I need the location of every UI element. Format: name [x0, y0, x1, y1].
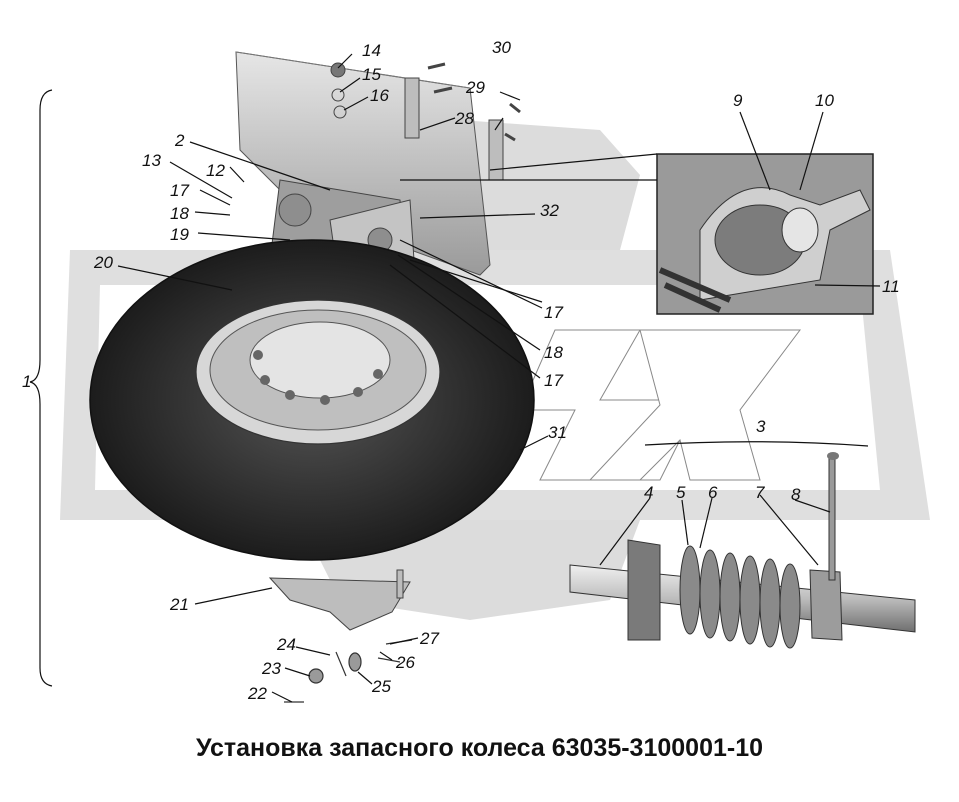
callout-27: 27 [419, 629, 439, 648]
leader-lines [117, 53, 881, 703]
callout-6: 6 [708, 483, 718, 502]
callout-17: 17 [170, 181, 189, 200]
callout-18: 18 [170, 204, 189, 223]
assembly-brace [29, 89, 53, 687]
callout-10: 10 [815, 91, 834, 110]
callout-28: 28 [454, 109, 474, 128]
callout-14: 14 [362, 41, 381, 60]
callout-7: 7 [755, 483, 765, 502]
spare-wheel [89, 239, 535, 561]
callout-21: 21 [169, 595, 189, 614]
callout-13: 13 [142, 151, 161, 170]
callout-19: 19 [170, 225, 189, 244]
callout-3: 3 [756, 417, 766, 436]
callout-2: 2 [174, 131, 185, 150]
callout-1: 1 [22, 372, 31, 391]
callout-32: 32 [540, 201, 559, 220]
callout-31: 31 [548, 423, 567, 442]
callout-9: 9 [733, 91, 743, 110]
callout-26: 26 [395, 653, 415, 672]
callout-25: 25 [371, 677, 391, 696]
callout-16: 16 [370, 86, 389, 105]
lower-bracket [268, 569, 411, 631]
callout-4: 4 [644, 483, 653, 502]
callout-24: 24 [276, 635, 296, 654]
callout-18b: 18 [544, 343, 563, 362]
callout-23: 23 [261, 659, 281, 678]
callout-29: 29 [465, 78, 485, 97]
callout-11: 11 [882, 277, 900, 296]
callout-labels: 1 2 3 4 5 6 7 8 9 10 11 12 13 14 15 16 1… [22, 38, 900, 703]
callout-15: 15 [362, 65, 381, 84]
callout-8: 8 [791, 485, 801, 504]
callout-22: 22 [247, 684, 267, 703]
diagram-caption: Установка запасного колеса 63035-3100001… [195, 734, 764, 762]
callout-20: 20 [93, 253, 113, 272]
detail-inset [400, 153, 874, 315]
callout-17b: 17 [544, 303, 563, 322]
callout-17c: 17 [544, 371, 563, 390]
callout-30: 30 [492, 38, 511, 57]
winch-shaft-assembly [569, 441, 916, 649]
mounting-plate [235, 51, 491, 276]
callout-12: 12 [206, 161, 225, 180]
callout-5: 5 [676, 483, 686, 502]
